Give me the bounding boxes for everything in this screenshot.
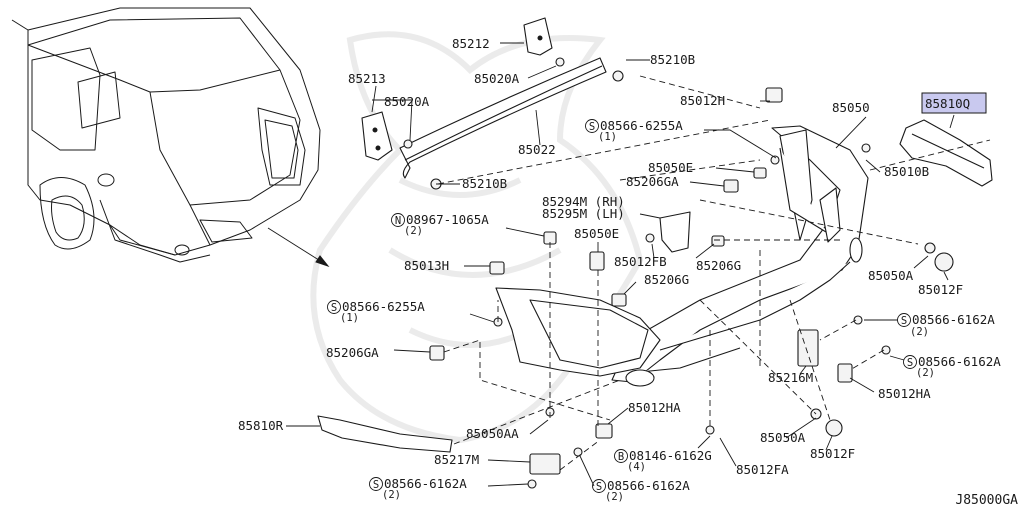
svg-text:B: B bbox=[618, 451, 624, 463]
label-85013H[interactable]: 85013H bbox=[404, 258, 449, 273]
label-85050A[interactable]: 85050A bbox=[868, 268, 914, 283]
svg-text:S: S bbox=[596, 481, 602, 493]
label-85010B[interactable]: 85010B bbox=[884, 164, 929, 179]
label-85216M[interactable]: 85216M bbox=[768, 370, 813, 385]
screw-symbol-icon: S bbox=[592, 479, 606, 493]
assembly-dashed-lines bbox=[437, 75, 991, 471]
label-85210B[interactable]: 85210B bbox=[650, 52, 695, 67]
label-85050E[interactable]: 85050E bbox=[648, 160, 693, 175]
label-85810Q[interactable]: 85810Q bbox=[925, 96, 970, 111]
label-qty: (1) bbox=[340, 312, 359, 324]
label-85213[interactable]: 85213 bbox=[348, 71, 386, 86]
label-08566-6255A[interactable]: 08566-6255A bbox=[342, 299, 425, 314]
svg-text:S: S bbox=[373, 479, 379, 491]
label-08566-6162A[interactable]: 08566-6162A bbox=[607, 478, 690, 493]
screw-symbol-icon: S bbox=[327, 300, 341, 314]
screw-symbol-icon: S bbox=[585, 119, 599, 133]
label-08566-6162A[interactable]: 08566-6162A bbox=[912, 312, 995, 327]
screw-symbol-icon: S bbox=[369, 477, 383, 491]
label-85295M[interactable]: 85295M (LH) bbox=[542, 206, 625, 221]
label-qty: (2) bbox=[404, 225, 423, 237]
clip-parts bbox=[429, 87, 954, 475]
label-85050A[interactable]: 85050A bbox=[760, 430, 806, 445]
part-85810Q-molding bbox=[899, 119, 993, 187]
diagram-code: J85000GA bbox=[955, 493, 1018, 508]
nut-symbol-icon: N bbox=[391, 213, 405, 227]
label-85012H[interactable]: 85012H bbox=[680, 93, 725, 108]
label-85206G[interactable]: 85206G bbox=[644, 272, 689, 287]
label-85206GA[interactable]: 85206GA bbox=[326, 345, 379, 360]
label-85012F[interactable]: 85012F bbox=[918, 282, 963, 297]
vehicle-reference-illustration bbox=[11, 7, 321, 263]
part-85050-bumper-fascia bbox=[495, 125, 869, 387]
label-08566-6255A[interactable]: 08566-6255A bbox=[600, 118, 683, 133]
prefix-symbols: S N S S S B S S bbox=[327, 119, 917, 493]
label-08566-6162A[interactable]: 08566-6162A bbox=[918, 354, 1001, 369]
label-85810R[interactable]: 85810R bbox=[238, 418, 284, 433]
label-85012HA[interactable]: 85012HA bbox=[628, 400, 681, 415]
label-08967-1065A[interactable]: 08967-1065A bbox=[406, 212, 489, 227]
label-qty: (2) bbox=[382, 489, 401, 501]
label-85050[interactable]: 85050 bbox=[832, 100, 870, 115]
label-qty: (2) bbox=[605, 491, 624, 503]
screw-symbol-icon: S bbox=[903, 355, 917, 369]
part-85212-bracket bbox=[523, 17, 553, 56]
label-85020A[interactable]: 85020A bbox=[384, 94, 430, 109]
label-08146-6162G[interactable]: 08146-6162G bbox=[629, 448, 712, 463]
label-85012FB[interactable]: 85012FB bbox=[614, 254, 667, 269]
label-85050E[interactable]: 85050E bbox=[574, 226, 619, 241]
label-08566-6162A[interactable]: 08566-6162A bbox=[384, 476, 467, 491]
part-85022-reinforcement bbox=[399, 57, 607, 179]
label-qty: (4) bbox=[627, 461, 646, 473]
label-85050AA[interactable]: 85050AA bbox=[466, 426, 519, 441]
label-85012F[interactable]: 85012F bbox=[810, 446, 855, 461]
label-85206G[interactable]: 85206G bbox=[696, 258, 741, 273]
svg-text:S: S bbox=[901, 315, 907, 327]
screw-symbol-icon: S bbox=[897, 313, 911, 327]
leader-lines bbox=[286, 42, 955, 487]
arrow-head-icon bbox=[315, 255, 330, 268]
label-qty: (2) bbox=[916, 367, 935, 379]
part-85213-bracket bbox=[361, 111, 393, 161]
label-85012FA[interactable]: 85012FA bbox=[736, 462, 789, 477]
label-qty: (1) bbox=[598, 131, 617, 143]
label-qty: (2) bbox=[910, 326, 929, 338]
label-85206GA[interactable]: 85206GA bbox=[626, 174, 679, 189]
label-85210B[interactable]: 85210B bbox=[462, 176, 507, 191]
label-85212[interactable]: 85212 bbox=[452, 36, 490, 51]
label-85217M[interactable]: 85217M bbox=[434, 452, 479, 467]
part-85294M-bracket bbox=[645, 211, 691, 253]
part-85810R-molding bbox=[317, 415, 453, 453]
bolt-symbol-icon: B bbox=[614, 449, 628, 463]
svg-text:S: S bbox=[589, 121, 595, 133]
part-number-labels: 85212 85210B 85020A 85213 85020A 85022 8… bbox=[238, 36, 1001, 503]
svg-text:S: S bbox=[907, 357, 913, 369]
label-85294M[interactable]: 85294M (RH) bbox=[542, 194, 625, 209]
highlight-box-85810Q[interactable] bbox=[921, 92, 987, 114]
svg-text:N: N bbox=[395, 215, 401, 227]
svg-text:S: S bbox=[331, 302, 337, 314]
label-85022[interactable]: 85022 bbox=[518, 142, 556, 157]
leader-arrow-line bbox=[267, 227, 323, 263]
label-85012HA[interactable]: 85012HA bbox=[878, 386, 931, 401]
label-85020A[interactable]: 85020A bbox=[474, 71, 520, 86]
